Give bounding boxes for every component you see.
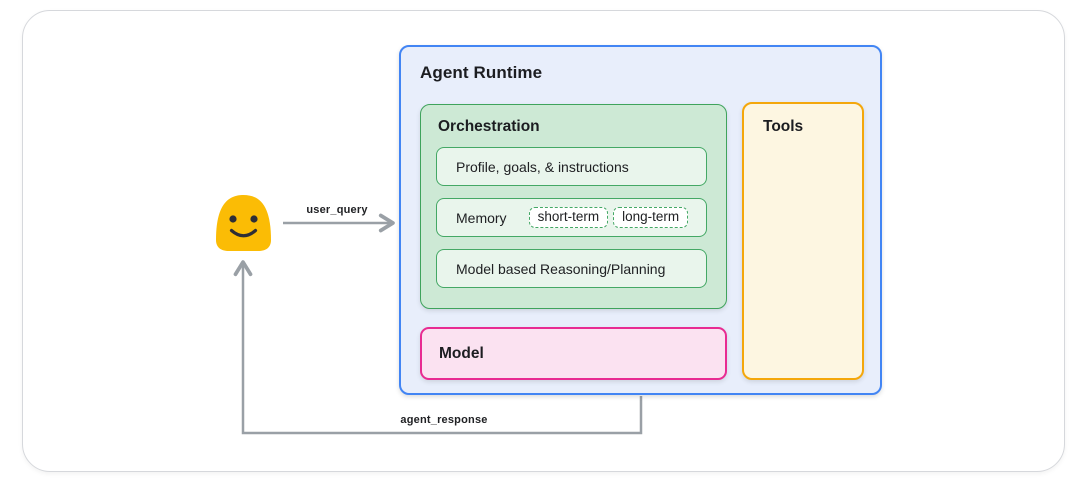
- orchestration-item-reasoning: Model based Reasoning/Planning: [436, 249, 707, 288]
- orchestration-box: Orchestration Profile, goals, & instruct…: [420, 104, 727, 309]
- orchestration-item-memory: Memory short-term long-term: [436, 198, 707, 237]
- orchestration-item-profile-label: Profile, goals, & instructions: [456, 158, 629, 175]
- model-title: Model: [439, 344, 484, 362]
- memory-chip-short-term: short-term: [528, 207, 609, 228]
- user-query-label: user_query: [306, 204, 368, 216]
- agent-response-label: agent_response: [400, 414, 488, 426]
- memory-chips: short-term long-term: [528, 207, 689, 228]
- agent-runtime-box: Agent Runtime Orchestration Profile, goa…: [399, 45, 882, 395]
- memory-chip-long-term: long-term: [613, 207, 689, 228]
- agent-runtime-title: Agent Runtime: [420, 63, 543, 82]
- tools-box: Tools: [742, 102, 864, 380]
- tools-title: Tools: [763, 118, 804, 135]
- orchestration-item-reasoning-label: Model based Reasoning/Planning: [456, 260, 666, 277]
- orchestration-item-profile: Profile, goals, & instructions: [436, 147, 707, 186]
- orchestration-title: Orchestration: [438, 118, 540, 135]
- orchestration-item-memory-label: Memory: [456, 209, 507, 226]
- model-box: Model: [420, 327, 727, 380]
